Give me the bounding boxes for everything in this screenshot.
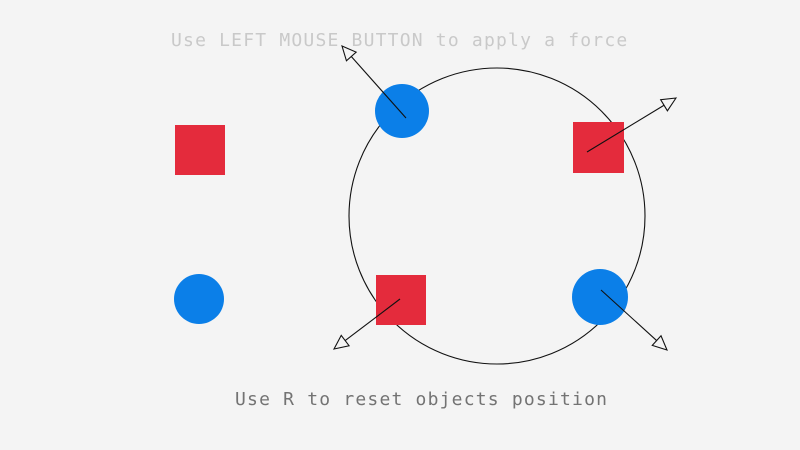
body-square-top-left[interactable] — [175, 125, 225, 175]
force-arrow-circle-bottom-right — [600, 289, 668, 351]
hint-text-reset-objects: Use R to reset objects position — [235, 389, 609, 410]
hint-text-apply-force: Use LEFT MOUSE BUTTON to apply a force — [171, 30, 629, 51]
arrowhead-down-right — [651, 334, 668, 351]
arrowhead-down-left — [332, 334, 351, 350]
arrowhead-up-right — [659, 97, 678, 112]
bodies-group — [174, 84, 628, 325]
body-square-bottom-center[interactable] — [376, 275, 426, 325]
containment-circle — [348, 67, 646, 365]
force-arrow-circle-top — [341, 45, 407, 119]
force-vectors-group — [332, 45, 678, 351]
body-circle-bottom-right[interactable] — [572, 269, 628, 325]
arrowhead-up-left — [341, 45, 358, 62]
body-square-top-right[interactable] — [573, 122, 624, 173]
force-arrow-square-top-right — [586, 97, 678, 153]
body-circle-bottom-left[interactable] — [174, 274, 224, 324]
force-arrow-square-bottom-center — [332, 298, 401, 350]
